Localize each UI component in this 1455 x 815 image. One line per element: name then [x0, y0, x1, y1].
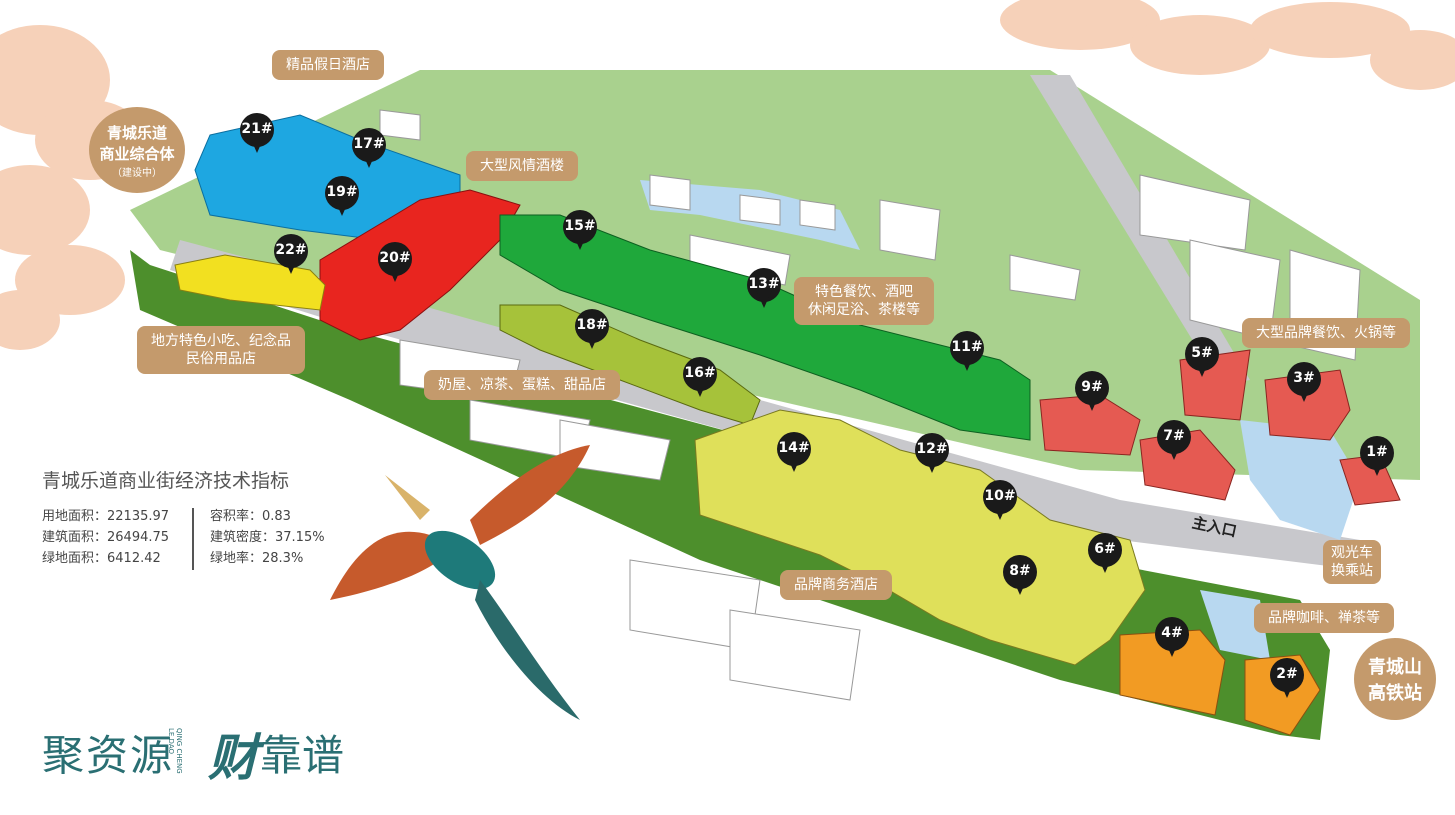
stats-title: 青城乐道商业街经济技术指标 — [42, 470, 290, 492]
map-pin[interactable]: 21# — [240, 113, 274, 155]
complex-line2: 商业综合体 — [99, 144, 175, 163]
map-pin[interactable]: 22# — [274, 234, 308, 276]
complex-line3: （建设中） — [112, 167, 162, 179]
label-brand-dining: 大型品牌餐饮、火锅等 — [1242, 318, 1410, 348]
map-pin[interactable]: 10# — [983, 480, 1017, 522]
pin-number: 8# — [1009, 563, 1031, 579]
pin-number: 19# — [326, 184, 358, 200]
pin-number: 5# — [1191, 345, 1213, 361]
sightseeing-line2: 换乘站 — [1331, 563, 1373, 579]
map-pin[interactable]: 13# — [747, 268, 781, 310]
complex-line1: 青城乐道 — [106, 123, 167, 142]
map-pin[interactable]: 15# — [563, 210, 597, 252]
snacks-line2: 民俗用品店 — [186, 351, 256, 367]
map-pin[interactable]: 14# — [777, 432, 811, 474]
map-pin[interactable]: 7# — [1157, 420, 1191, 462]
label-boutique-hotel: 精品假日酒店 — [272, 50, 384, 80]
logo-part1: 聚资源 — [42, 731, 175, 780]
buildings-green — [499, 214, 1031, 441]
pin-number: 15# — [564, 218, 596, 234]
label-commercial-complex: 青城乐道 商业综合体 （建设中） — [89, 107, 185, 193]
pin-number: 2# — [1276, 666, 1298, 682]
label-local-snacks: 地方特色小吃、纪念品 民俗用品店 — [137, 326, 305, 374]
pin-number: 20# — [379, 250, 411, 266]
pin-number: 9# — [1081, 379, 1103, 395]
map-pin[interactable]: 18# — [575, 309, 609, 351]
station-line1: 青城山 — [1368, 657, 1422, 678]
pin-number: 16# — [684, 365, 716, 381]
dining-line2: 休闲足浴、茶楼等 — [808, 302, 920, 318]
pin-number: 14# — [778, 440, 810, 456]
station-line2: 高铁站 — [1368, 683, 1422, 704]
logo-script-char: 财 — [208, 728, 258, 787]
map-pin[interactable]: 6# — [1088, 533, 1122, 575]
logo-small1: QING CHENG — [175, 728, 183, 774]
map-pin[interactable]: 20# — [378, 242, 412, 284]
map-pin[interactable]: 5# — [1185, 337, 1219, 379]
pin-number: 1# — [1366, 444, 1388, 460]
stat-green-ratio: 绿地率：28.3% — [210, 551, 304, 566]
stats-right-column: 容积率：0.83 建筑密度：37.15% 绿地率：28.3% — [210, 506, 325, 569]
pin-number: 10# — [984, 488, 1016, 504]
dining-line1: 特色餐饮、酒吧 — [815, 284, 913, 300]
label-restaurant: 大型风情酒楼 — [466, 151, 578, 181]
label-business-hotel: 品牌商务酒店 — [780, 570, 892, 600]
logo-small2: LE DAO — [167, 728, 175, 754]
stats-divider — [192, 508, 194, 570]
pin-number: 21# — [241, 121, 273, 137]
stat-land-area: 用地面积：22135.97 — [42, 509, 170, 524]
map-pin[interactable]: 17# — [352, 128, 386, 170]
pin-number: 22# — [275, 242, 307, 258]
label-high-speed-station: 青城山 高铁站 — [1354, 638, 1436, 720]
pin-number: 11# — [951, 339, 983, 355]
label-coffee: 品牌咖啡、禅茶等 — [1254, 603, 1394, 633]
pin-number: 12# — [916, 441, 948, 457]
stat-plot-ratio: 容积率：0.83 — [210, 509, 291, 524]
pin-number: 17# — [353, 136, 385, 152]
buildings-coral — [1039, 349, 1401, 506]
label-dessert: 奶屋、凉茶、蛋糕、甜品店 — [424, 370, 620, 400]
map-pin[interactable]: 19# — [325, 176, 359, 218]
logo-small-text: QING CHENG LE DAO — [167, 728, 183, 782]
label-dining: 特色餐饮、酒吧 休闲足浴、茶楼等 — [794, 277, 934, 325]
sightseeing-line1: 观光车 — [1331, 545, 1373, 561]
pin-number: 13# — [748, 276, 780, 292]
stats-left-column: 用地面积：22135.97 建筑面积：26494.75 绿地面积：6412.42 — [42, 506, 169, 569]
label-sightseeing: 观光车 换乘站 — [1323, 540, 1381, 584]
stat-building-area: 建筑面积：26494.75 — [42, 530, 170, 545]
cloud-decoration-right — [1000, 0, 1455, 90]
map-pin[interactable]: 12# — [915, 433, 949, 475]
map-pin[interactable]: 8# — [1003, 555, 1037, 597]
pin-number: 3# — [1293, 370, 1315, 386]
map-pin[interactable]: 1# — [1360, 436, 1394, 478]
pin-number: 6# — [1094, 541, 1116, 557]
pin-number: 4# — [1161, 625, 1183, 641]
map-pin[interactable]: 3# — [1287, 362, 1321, 404]
pin-number: 7# — [1163, 428, 1185, 444]
map-pin[interactable]: 4# — [1155, 617, 1189, 659]
pin-number: 18# — [576, 317, 608, 333]
bird-illustration — [330, 445, 590, 720]
buildings-red — [319, 189, 521, 341]
map-pin[interactable]: 16# — [683, 357, 717, 399]
map-pin[interactable]: 2# — [1270, 658, 1304, 700]
map-pin[interactable]: 11# — [950, 331, 984, 373]
stat-green-area: 绿地面积：6412.42 — [42, 551, 161, 566]
map-pin[interactable]: 9# — [1075, 371, 1109, 413]
economic-indicators: 青城乐道商业街经济技术指标 用地面积：22135.97 建筑面积：26494.7… — [42, 466, 362, 570]
logo-part2: 靠谱 — [260, 731, 345, 780]
snacks-line1: 地方特色小吃、纪念品 — [151, 333, 291, 349]
stat-building-density: 建筑密度：37.15% — [210, 530, 325, 545]
